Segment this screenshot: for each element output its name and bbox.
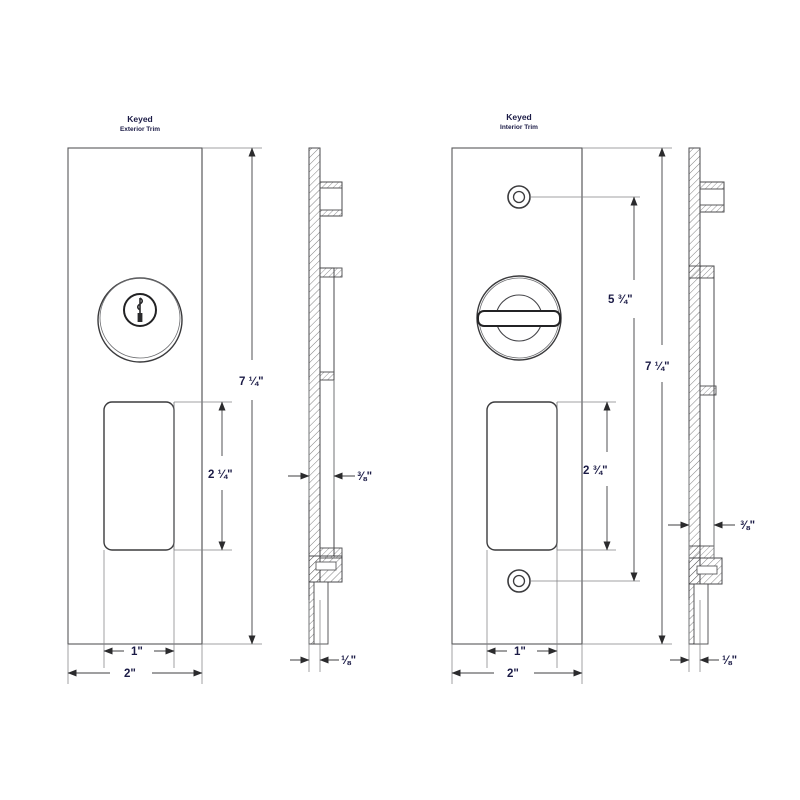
exterior-key-cylinder — [97, 277, 183, 363]
interior-pull-cutout — [486, 401, 558, 551]
exterior-cutout-height-label: 2 ¼" — [208, 469, 233, 481]
interior-side-section — [688, 147, 725, 645]
exterior-section-pocket-body — [319, 267, 335, 557]
exterior-thickness-label: ⅛" — [341, 655, 356, 667]
exterior-heading: Keyed — [127, 114, 153, 124]
exterior-projection-label: ⅜" — [357, 471, 372, 483]
interior-section-pocket-body — [699, 265, 715, 559]
interior-height-label: 7 ¼" — [645, 361, 670, 373]
thumbturn-lever-bar — [477, 310, 561, 327]
interior-dim-cutout-height: 2 ¾" — [557, 401, 616, 551]
interior-section-pocket-bottom — [688, 545, 715, 559]
interior-dim-cutout-width: 1" — [486, 550, 558, 668]
exterior-dim-thickness: ⅛" — [290, 600, 356, 672]
interior-cutout-height-label: 2 ¾" — [583, 465, 608, 477]
interior-subheading: Interior Trim — [500, 124, 538, 131]
exterior-dim-plate-width: 2" — [67, 644, 203, 684]
interior-thumbturn — [476, 275, 562, 361]
exterior-section-pocket-top — [319, 267, 343, 278]
exterior-front-elevation — [67, 147, 203, 645]
interior-section-tail — [693, 583, 709, 645]
exterior-dim-projection: ⅜" — [288, 380, 372, 500]
exterior-pull-cutout — [103, 401, 175, 551]
interior-section-pocket-mid — [699, 385, 717, 396]
interior-dim-thickness: ⅛" — [670, 600, 737, 672]
exterior-section-latch-void — [315, 561, 337, 571]
exterior-side-section — [308, 147, 343, 645]
interior-section-turn-top-flange — [699, 181, 725, 190]
exterior-height-label: 7 ¼" — [239, 376, 264, 388]
interior-plate-width-label: 2" — [507, 668, 519, 680]
interior-dim-screw-spacing: 5 ¾" — [530, 196, 640, 582]
exterior-dim-plate-height: 7 ¼" — [202, 147, 264, 645]
exterior-dim-cutout-height: 2 ¼" — [174, 401, 233, 551]
exterior-section-pocket-mid — [319, 371, 335, 381]
interior-screw-hole-bottom — [507, 569, 531, 593]
exterior-section-tail — [313, 581, 329, 645]
interior-section-pocket-top — [688, 265, 715, 279]
screw-hole-bottom-inner — [512, 574, 526, 588]
interior-section-latch-void — [696, 565, 718, 575]
interior-section-turn-bottom-flange — [699, 204, 725, 213]
interior-cutout-width-label: 1" — [514, 646, 526, 658]
figure-interior-trim: Keyed Interior Trim — [451, 112, 755, 684]
exterior-dim-cutout-width: 1" — [103, 550, 175, 668]
interior-heading: Keyed — [506, 112, 532, 122]
interior-dim-projection: ⅜" — [668, 440, 755, 560]
interior-front-elevation — [451, 147, 583, 645]
interior-dim-plate-height: 7 ¼" — [582, 147, 672, 645]
exterior-section-cylinder-bottom-flange — [319, 209, 343, 217]
screw-hole-top-inner — [512, 190, 526, 204]
exterior-section-cylinder-top-flange — [319, 181, 343, 189]
exterior-subheading: Exterior Trim — [120, 126, 160, 133]
exterior-plate-outline — [67, 147, 203, 645]
exterior-cutout-width-label: 1" — [131, 646, 143, 658]
interior-thickness-label: ⅛" — [722, 655, 737, 667]
interior-projection-label: ⅜" — [740, 520, 755, 532]
figure-exterior-trim: Keyed Exterior Trim — [67, 114, 372, 684]
exterior-plate-width-label: 2" — [124, 668, 136, 680]
interior-screw-spacing-label: 5 ¾" — [608, 294, 633, 306]
interior-dim-plate-width: 2" — [451, 644, 583, 684]
keyway-slot — [137, 313, 143, 322]
interior-screw-hole-top — [507, 185, 531, 209]
cylinder-rose-inner-ring — [99, 277, 181, 359]
interior-plate-outline — [451, 147, 583, 645]
